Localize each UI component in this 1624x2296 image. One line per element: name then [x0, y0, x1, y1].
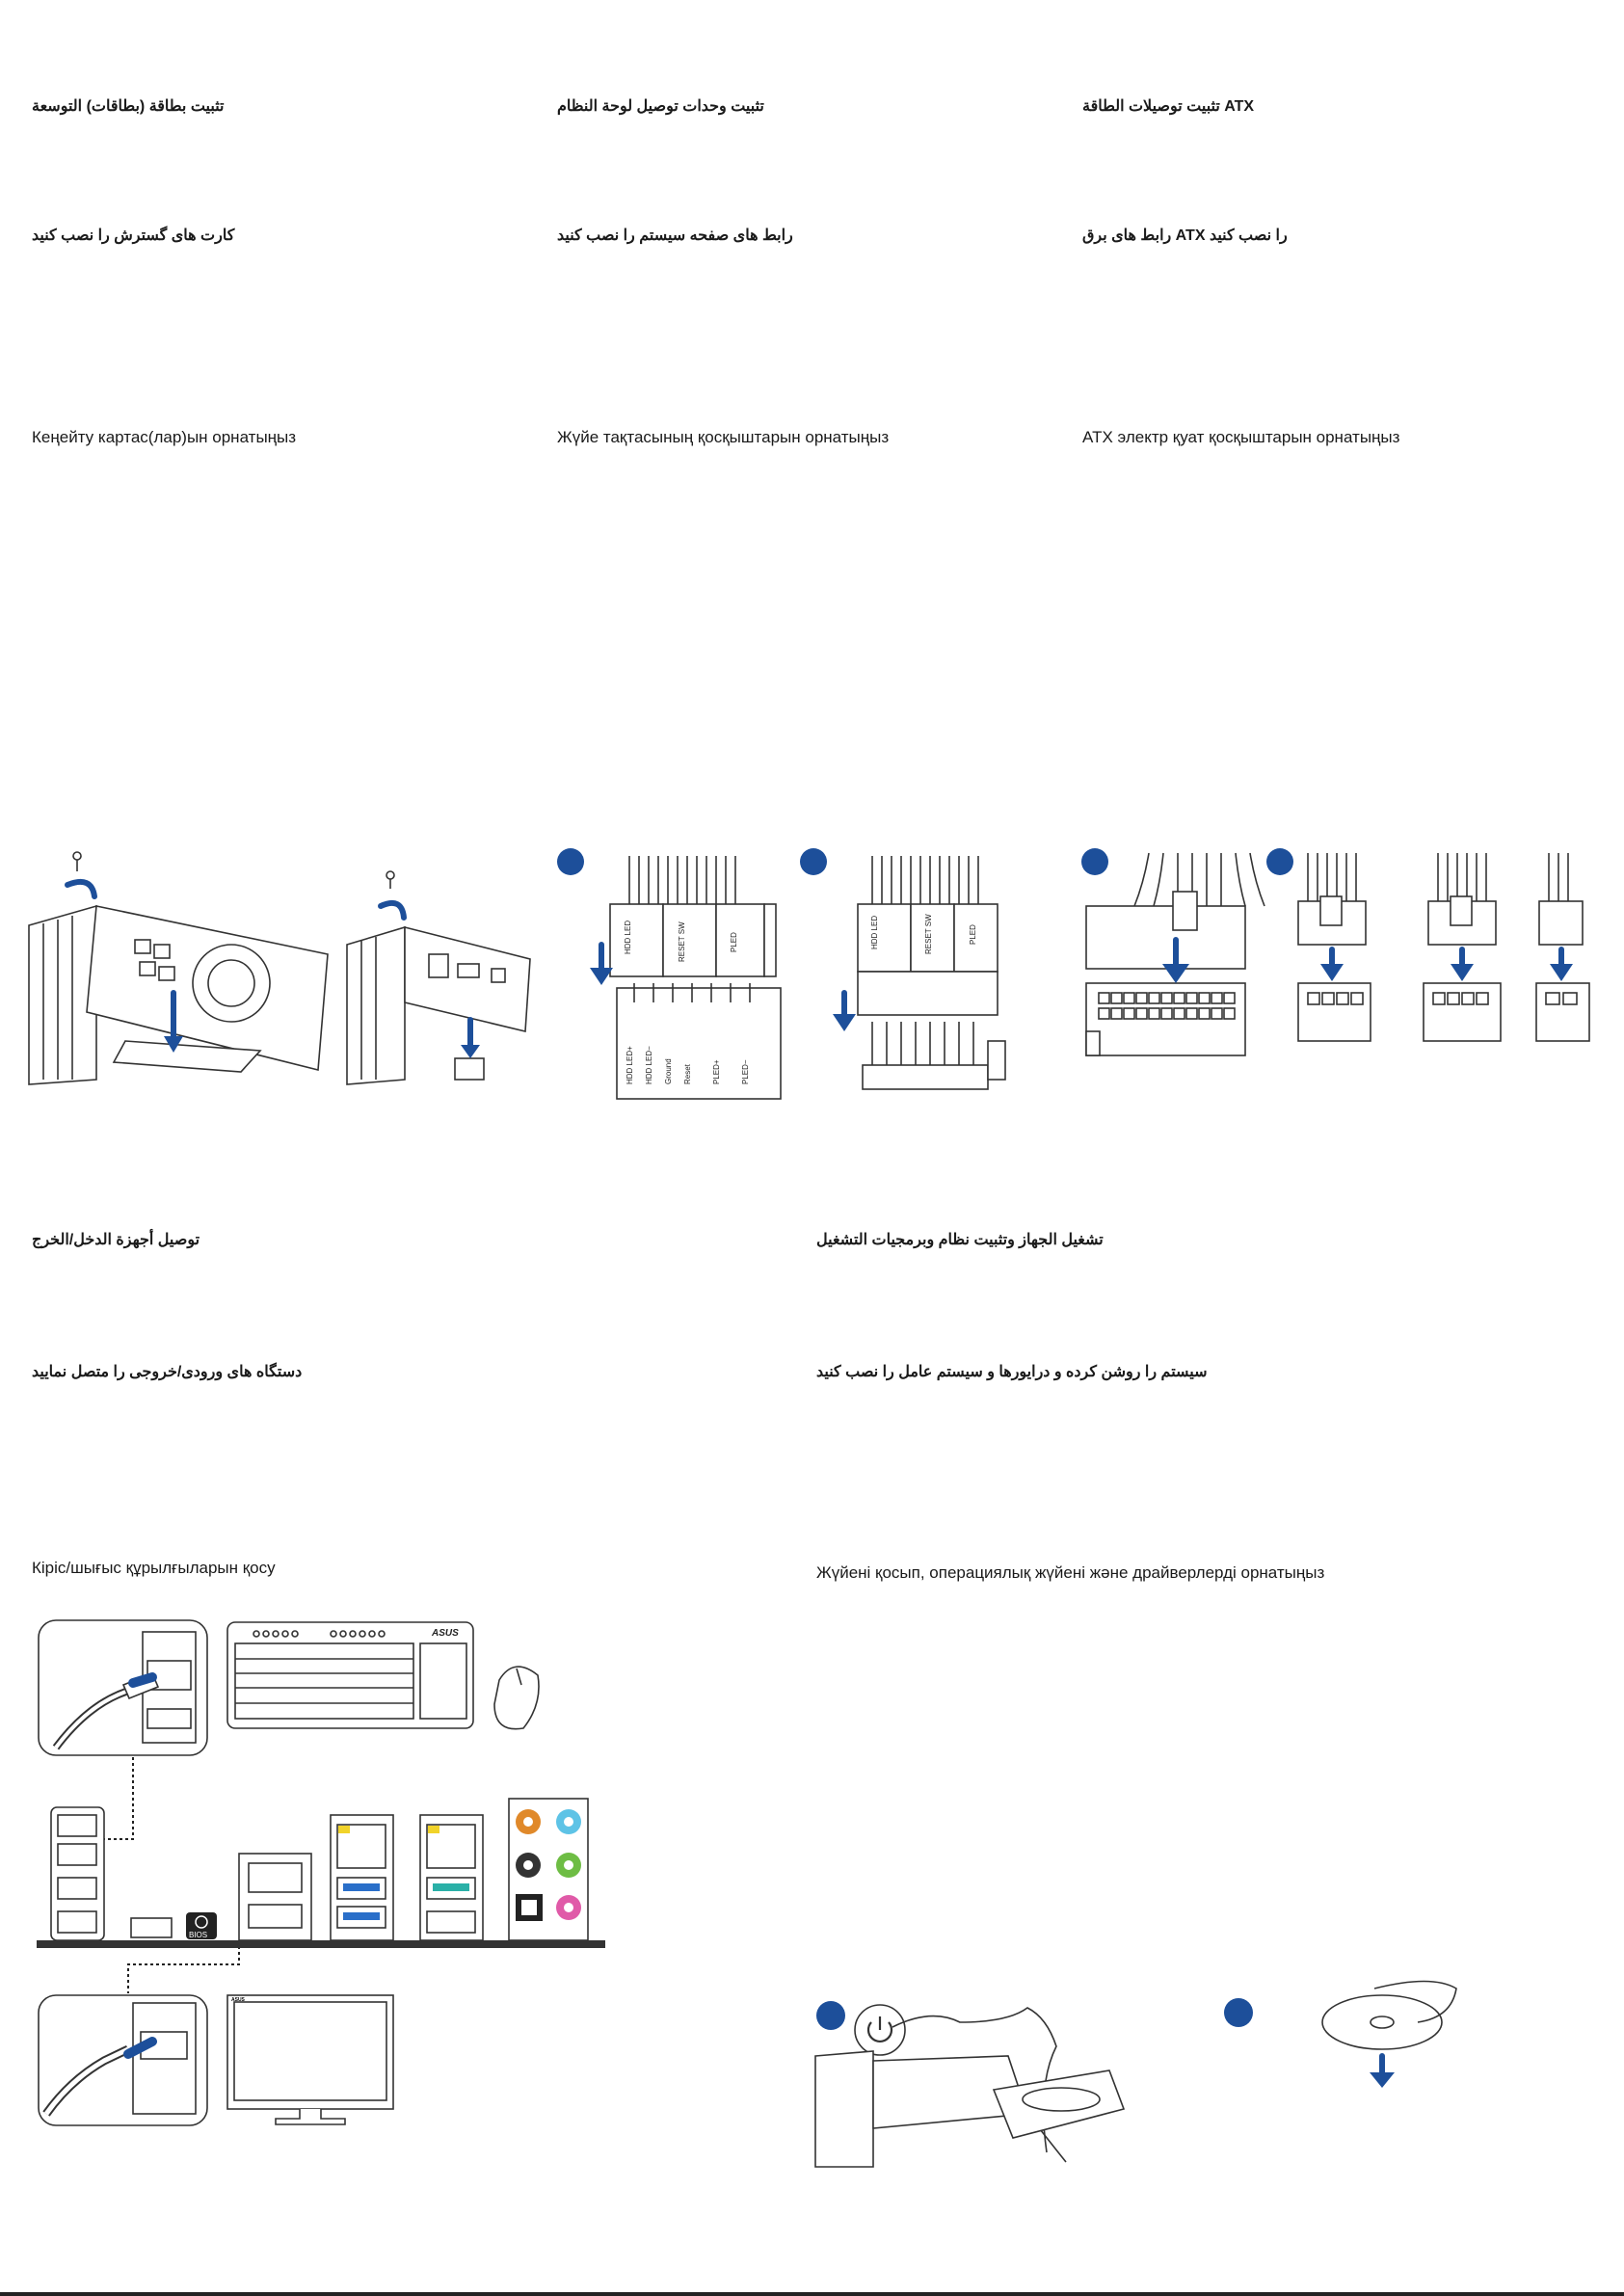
svg-text:Reset: Reset — [683, 1063, 692, 1084]
optical-drive-icon — [814, 1980, 1457, 2168]
monitor-icon: ASUS — [226, 1994, 394, 2125]
displayport-port — [248, 1862, 303, 1893]
atx-8pin-connector — [1423, 853, 1502, 1042]
atx-power-illustration — [1081, 848, 1590, 1056]
svg-text:Ground: Ground — [664, 1058, 673, 1084]
hdmi-port — [248, 1904, 303, 1929]
svg-text:HDD LED+: HDD LED+ — [626, 1046, 634, 1084]
system-panel-illustration: HDD LED RESET SW PLED HDD LED+ HDD LED− … — [557, 848, 1006, 1100]
screw-icon — [386, 870, 395, 889]
step-2-badge — [1224, 1998, 1253, 2027]
asus-logo: ASUS — [431, 1628, 459, 1639]
heading-io-kz: Кіріс/шығыс құрылғыларын қосу — [32, 1559, 276, 1577]
svg-text:PLED−: PLED− — [741, 1059, 750, 1084]
heading-io-ar: توصيل أجهزة الدخل/الخرج — [32, 1232, 200, 1248]
rotate-arrow-icon — [378, 900, 407, 921]
keyboard-icon: ASUS — [226, 1621, 474, 1729]
heading-atx-fa: رابط های برق ATX را نصب کنيد — [1082, 227, 1288, 244]
heading-expansion-kz: Кеңейту картас(лар)ын орнатыңыз — [32, 428, 297, 446]
hdd-led-label: HDD LED — [624, 921, 632, 954]
step-2-badge — [800, 848, 827, 875]
heading-panel-kz: Жүйе тақтасының қосқыштарын орнатыңыз — [557, 428, 890, 446]
power-button-icon — [854, 2004, 906, 2056]
reset-sw-label: RESET SW — [678, 921, 686, 962]
step-1-badge — [1081, 848, 1108, 875]
heading-panel-ar: تثبيت وحدات توصيل لوحة النظام — [557, 98, 764, 115]
step-1-badge — [557, 848, 584, 875]
bottom-rule — [0, 2292, 1624, 2296]
io-connection-illustration: ASUS BIOS — [37, 1619, 605, 2126]
step-1-badge — [816, 2001, 845, 2030]
heading-power-fa: سیستم را روشن کرده و درايورها و سیستم عا… — [816, 1364, 1208, 1380]
pled-label: PLED — [730, 932, 738, 952]
heading-io-fa: دستگاه های ورودی/خروجی را متصل نمایيد — [32, 1364, 303, 1380]
bios-button — [186, 1912, 217, 1939]
heading-atx-kz: ATX электр қуат қосқыштарын орнатыңыз — [1082, 428, 1400, 446]
svg-text:ASUS: ASUS — [231, 1997, 246, 2003]
atx-4pin-connector — [1535, 853, 1590, 1042]
panel-connector-1: HDD LED RESET SW PLED HDD LED+ HDD LED− … — [590, 856, 782, 1100]
step-2-badge — [1266, 848, 1293, 875]
hdmi-inset — [38, 1994, 208, 2126]
rotate-arrow-icon — [65, 879, 97, 899]
heading-expansion-fa: کارت های گسترش را نصب کنيد — [32, 227, 235, 244]
bios-label: BIOS — [189, 1931, 207, 1939]
svg-text:HDD LED: HDD LED — [870, 916, 879, 949]
atx-8pin-connector — [1297, 853, 1371, 1042]
expansion-card-illustration — [28, 851, 531, 1085]
svg-text:PLED: PLED — [969, 924, 977, 945]
atx-24pin-connector — [1085, 852, 1265, 1056]
heading-power-ar: تشغيل الجهاز وتثبيت نظام وبرمجيات التشغي… — [816, 1232, 1104, 1248]
power-on-illustration — [814, 1980, 1457, 2168]
svg-text:PLED+: PLED+ — [712, 1059, 721, 1084]
mouse-icon — [493, 1666, 540, 1730]
svg-text:HDD LED−: HDD LED− — [645, 1046, 653, 1084]
heading-power-kz: Жүйені қосып, операциялық жүйені және др… — [816, 1563, 1325, 1582]
heading-expansion-ar: تثبيت بطاقة (بطاقات) التوسعة — [32, 98, 225, 115]
heading-panel-fa: رابط های صفحه سیستم را نصب کنيد — [557, 227, 793, 244]
heading-atx-ar: تثبيت توصيلات الطاقة ATX — [1082, 98, 1255, 115]
svg-text:RESET SW: RESET SW — [924, 914, 933, 954]
panel-connector-2: HDD LED RESET SW PLED — [800, 848, 1006, 1090]
screw-icon — [72, 851, 82, 871]
rear-io-panel: BIOS — [37, 1798, 605, 1948]
